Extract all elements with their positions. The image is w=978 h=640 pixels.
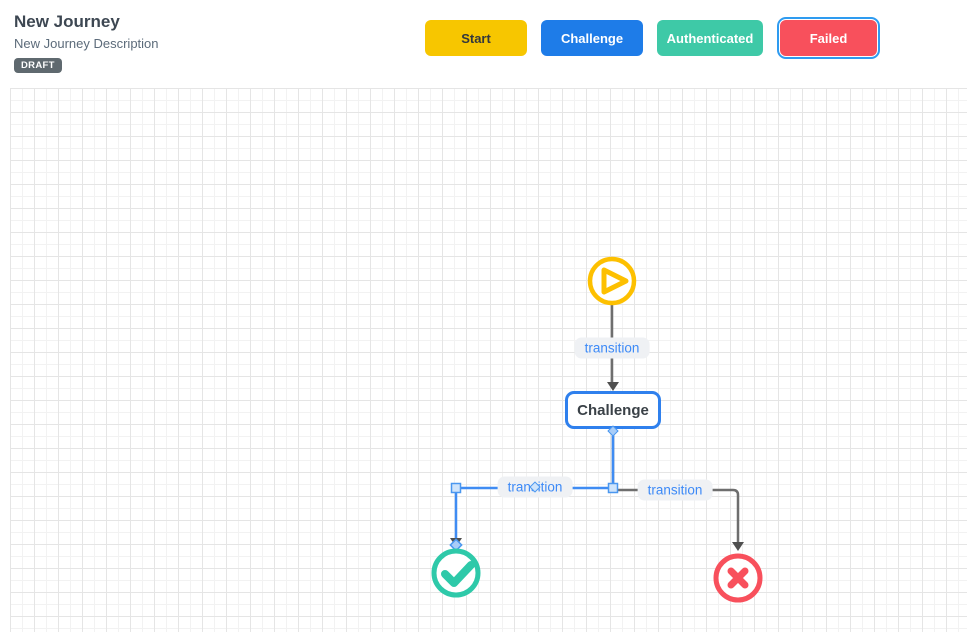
state-button-authenticated[interactable]: Authenticated bbox=[657, 20, 763, 56]
status-badge: DRAFT bbox=[14, 58, 62, 73]
check-icon bbox=[441, 561, 475, 587]
state-toolbar: Start Challenge Authenticated Failed bbox=[425, 17, 880, 59]
play-icon bbox=[601, 267, 629, 295]
state-button-start[interactable]: Start bbox=[425, 20, 527, 56]
challenge-node[interactable]: Challenge bbox=[565, 391, 661, 429]
edge-label-start-transition[interactable]: transition bbox=[574, 337, 650, 359]
arrowhead-icon bbox=[607, 382, 619, 391]
edge-handle[interactable] bbox=[607, 482, 619, 494]
arrowhead-icon bbox=[732, 542, 744, 551]
edge-handle[interactable] bbox=[450, 482, 462, 494]
edge-label-failed-transition[interactable]: transition bbox=[637, 479, 713, 501]
authenticated-node[interactable] bbox=[431, 548, 481, 598]
state-button-failed-selection-outline: Failed bbox=[777, 17, 880, 59]
page-description: New Journey Description bbox=[14, 36, 159, 51]
start-node[interactable] bbox=[587, 256, 637, 306]
failed-node[interactable] bbox=[713, 553, 763, 603]
state-button-challenge[interactable]: Challenge bbox=[541, 20, 643, 56]
page-title: New Journey bbox=[14, 12, 120, 31]
state-button-failed[interactable]: Failed bbox=[780, 20, 877, 56]
journey-canvas[interactable]: Challenge transition transition transiti… bbox=[10, 88, 967, 632]
edge-endpoint-handle[interactable] bbox=[449, 538, 463, 552]
cross-icon bbox=[727, 567, 749, 589]
